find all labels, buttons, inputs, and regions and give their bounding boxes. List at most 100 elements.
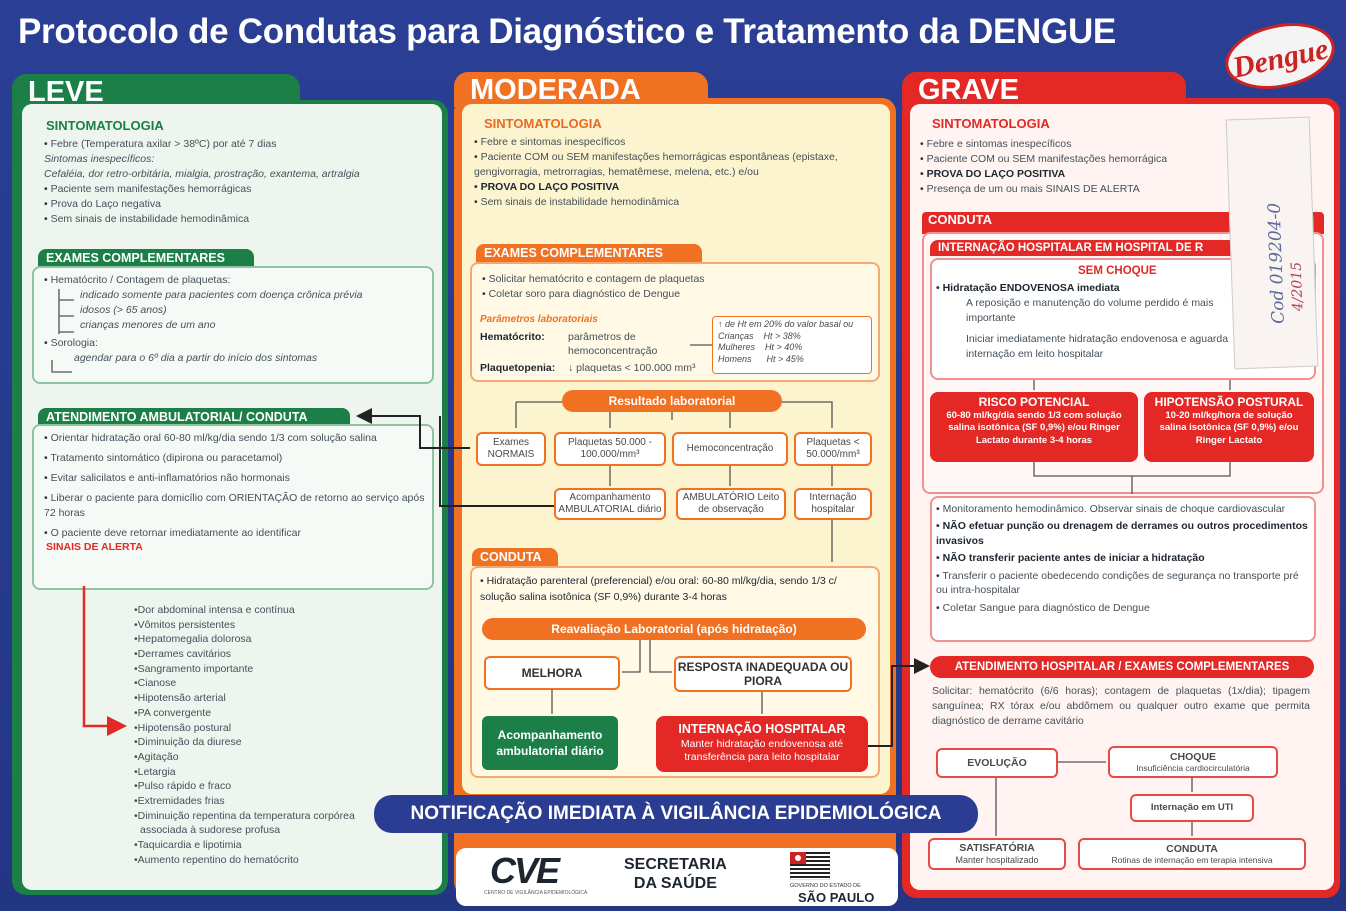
hipotensao-desc: 10-20 ml/kg/hora de solução salina isotô… (1159, 410, 1299, 446)
monitor-item: Coletar Sangue para diagnóstico de Dengu… (936, 601, 1308, 615)
grave-conduta-bar (922, 212, 1324, 234)
sp-sub: GOVERNO DO ESTADO DE (790, 883, 861, 889)
leve-heading: LEVE (12, 74, 300, 109)
grave-sintoma: PROVA DO LAÇO POSITIVA (920, 167, 1236, 182)
ht-criteria: Mulheres Ht > 40% (718, 342, 803, 353)
ht-criteria-box: ↑ de Ht em 20% do valor basal ou Criança… (712, 316, 872, 374)
dengue-logo: Dengue (1222, 20, 1338, 90)
hematocrito-label: Hematócrito: (480, 331, 545, 343)
secretaria-line: SECRETARIA (624, 856, 727, 873)
alerta-item: •Pulso rápido e fraco (134, 780, 232, 793)
alerta-item: •Vômitos persistentes (134, 618, 236, 631)
alerta-arrow (82, 586, 127, 736)
alerta-item: •Hipotensão arterial (134, 692, 226, 705)
internacao-to-grave-arrow (868, 658, 930, 747)
hipotensao-title: HIPOTENSÃO POSTURAL (1154, 395, 1304, 409)
moderada-conduta-title: CONDUTA (472, 548, 558, 566)
leve-exame: Hematócrito / Contagem de plaquetas: (44, 273, 432, 288)
ambulatorio-box: AMBULATÓRIO Leito de observação (676, 488, 786, 520)
internacao-hospitalar-red: INTERNAÇÃO HOSPITALAR Manter hidratação … (656, 716, 868, 772)
leve-sintoma: Prova do Laço negativa (44, 197, 436, 212)
leve-atend-title: ATENDIMENTO AMBULATORIAL/ CONDUTA (38, 408, 350, 426)
monitor-item: Transferir o paciente obedecendo condiçõ… (936, 569, 1308, 598)
leve-sorologia-tree (51, 360, 72, 373)
leve-sintomatologia-title: SINTOMATOLOGIA (46, 118, 164, 133)
result-to-dest (609, 466, 833, 562)
leve-atend-item: Orientar hidratação oral 60-80 ml/kg/dia… (44, 431, 430, 446)
alerta-item: •Derrames cavitários (134, 648, 232, 661)
choque-box: CHOQUE Insuficiência cardiocirculatória (1108, 746, 1278, 778)
moderada-sintoma: Febre e sintomas inespecíficos (474, 135, 886, 150)
alerta-item: •Taquicardia e lipotimia (134, 839, 242, 851)
moderada-sintoma: Paciente COM ou SEM manifestações hemorr… (474, 150, 886, 180)
alerta-item: •Hepatomegalia dolorosa (134, 633, 252, 646)
ht-criteria: de Ht em 20% do valor basal ou (725, 319, 854, 329)
ht-criteria: Homens Ht > 45% (718, 354, 804, 365)
moderada-conduta-text: Hidratação parenteral (preferencial) e/o… (480, 574, 874, 606)
leve-exames-title: EXAMES COMPLEMENTARES (38, 249, 254, 267)
conduta-uti-desc: Rotinas de internação em terapia intensi… (1111, 855, 1273, 866)
monitor-item: NÃO transferir paciente antes de iniciar… (936, 551, 1308, 565)
alerta-item: •Letargia (134, 765, 176, 778)
evolucao-branches (995, 761, 1193, 836)
plaquetopenia-label: Plaquetopenia: (480, 362, 556, 374)
reavaliacao-branches (551, 640, 763, 714)
grave-atend-title: ATENDIMENTO HOSPITALAR / EXAMES COMPLEME… (930, 656, 1314, 678)
leve-exames-tree (58, 289, 74, 334)
evolucao-box: EVOLUÇÃO (936, 748, 1058, 778)
alertas-list: •Dor abdominal intensa e contínua•Vômito… (134, 603, 396, 867)
cve-sub: CENTRO DE VIGILÂNCIA EPIDEMIOLÓGICA (484, 890, 588, 896)
acomp-diario-box: Acompanhamento ambulatorial diário (482, 716, 618, 770)
reposicao-text: A reposição e manutenção do volume perdi… (966, 296, 1214, 324)
risco-potencial-box: RISCO POTENCIAL 60-80 ml/kg/dia sendo 1/… (930, 392, 1138, 462)
iniciar-text: Iniciar imediatamente hidratação endoven… (966, 332, 1229, 360)
uti-box: Internação em UTI (1130, 794, 1254, 822)
hipotensao-postural-box: HIPOTENSÃO POSTURAL 10-20 ml/kg/hora de … (1144, 392, 1314, 462)
alerta-item: •Agitação (134, 750, 179, 763)
leve-exame: agendar para o 6º dia a partir do início… (74, 351, 318, 364)
sem-choque-label: SEM CHOQUE (1078, 265, 1157, 277)
leve-exame: indicado somente para pacientes com doen… (80, 288, 363, 301)
sinais-alerta-label: SINAIS DE ALERTA (46, 541, 143, 554)
leve-sintoma: Febre (Temperatura axilar > 38ºC) por at… (44, 137, 436, 152)
leve-sintoma: Sem sinais de instabilidade hemodinâmica (44, 212, 436, 227)
parametros-title: Parâmetros laboratoriais (480, 314, 598, 325)
conduta-uti-title: CONDUTA (1166, 842, 1218, 855)
alerta-item: •Diminuição repentina da temperatura cor… (134, 809, 355, 837)
leve-sintoma: Paciente sem manifestações hemorrágicas (44, 182, 436, 197)
hidratacao-endovenosa: Hidratação ENDOVENOSA imediata (936, 281, 1236, 296)
alerta-item: •Diminuição da diurese (134, 736, 242, 749)
satisfatoria-desc: Manter hospitalizado (955, 854, 1039, 865)
alerta-item: •Aumento repentino do hematócrito (134, 853, 299, 866)
leve-exame: Sorologia: (44, 336, 432, 351)
monitor-item: NÃO efetuar punção ou drenagem de derram… (936, 519, 1308, 548)
moderada-exame: Coletar soro para diagnóstico de Dengue (482, 287, 722, 302)
alerta-item: •Cianose (134, 677, 177, 690)
alerta-item: •Sangramento importante (134, 662, 254, 675)
internacao-hospitalar-box: Internação hospitalar (794, 488, 872, 520)
leve-sintoma: Cefaléia, dor retro-orbitária, mialgia, … (44, 167, 360, 180)
choque-desc: Insuficiência cardiocirculatória (1136, 763, 1250, 774)
resultado-laboratorial: Resultado laboratorial (562, 390, 782, 412)
grave-sintoma: Febre e sintomas inespecíficos (920, 137, 1236, 152)
notificacao-banner: NOTIFICAÇÃO IMEDIATA À VIGILÂNCIA EPIDEM… (374, 795, 978, 833)
acomp-ambulatorial-box: Acompanhamento AMBULATORIAL diário (554, 488, 666, 520)
grave-conduta-title: CONDUTA (928, 212, 993, 227)
grave-sintomatologia-title: SINTOMATOLOGIA (932, 116, 1050, 131)
moderada-heading: MODERADA (454, 72, 708, 107)
grave-internacao-title: INTERNAÇÃO HOSPITALAR EM HOSPITAL DE R (930, 240, 1242, 256)
leve-sintoma: Sintomas inespecíficos: (44, 152, 155, 165)
monitor-item: Monitoramento hemodinâmico. Observar sin… (936, 502, 1308, 516)
leve-exame: crianças menores de um ano (80, 318, 216, 331)
sp-flag-icon (789, 851, 831, 881)
leve-atend-item: Evitar salicilatos e anti-inflamatórios … (44, 471, 430, 486)
risco-desc: 60-80 ml/kg/dia sendo 1/3 com solução sa… (946, 410, 1122, 446)
leve-atend-item: Liberar o paciente para domicílio com OR… (44, 491, 430, 521)
choque-title: CHOQUE (1169, 750, 1217, 763)
cve-logo: CVE (490, 850, 560, 891)
reavaliacao-pill: Reavaliação Laboratorial (após hidrataçã… (482, 618, 866, 640)
melhora-box: MELHORA (484, 656, 620, 690)
resposta-inadequada-box: RESPOSTA INADEQUADA OU PIORA (674, 656, 852, 692)
